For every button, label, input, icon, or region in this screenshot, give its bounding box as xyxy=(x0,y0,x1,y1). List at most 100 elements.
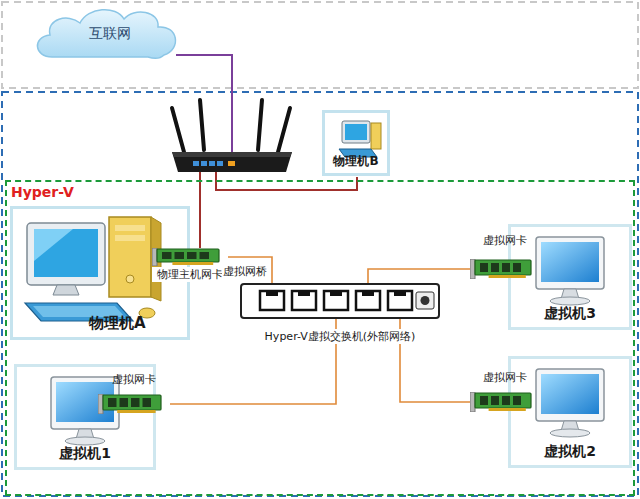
nic-illustration-part xyxy=(475,393,531,408)
nic-card: 虚拟网卡 xyxy=(470,370,540,412)
switch-body xyxy=(240,283,440,319)
nic-illustration xyxy=(470,392,532,412)
nic-illustration xyxy=(470,259,532,279)
computer-illustration-part xyxy=(109,217,151,297)
computer-icon-part xyxy=(345,124,367,140)
switch-body-part xyxy=(394,291,406,296)
computer-illustration-part xyxy=(115,235,145,241)
host-box: 物理机B xyxy=(322,110,390,176)
computer-illustration-part xyxy=(53,285,79,295)
monitor-illustration-part xyxy=(536,369,604,421)
switch-body-part xyxy=(298,291,310,296)
nic-illustration-part xyxy=(513,263,521,272)
switch-body-part xyxy=(241,284,439,318)
switch-body-part xyxy=(416,292,434,309)
computer-illustration-part xyxy=(126,275,134,283)
nic-illustration-part xyxy=(172,262,213,265)
monitor-illustration-part xyxy=(550,297,590,305)
router-icon xyxy=(172,100,292,172)
nic-illustration-part xyxy=(491,396,499,405)
nic-illustration-part xyxy=(489,408,526,411)
nic-label: 虚拟网卡 xyxy=(470,370,540,385)
nic-illustration-part xyxy=(480,396,488,405)
computer-icon-part xyxy=(342,121,370,143)
switch-body-part xyxy=(324,291,348,310)
nic-illustration-part xyxy=(475,260,531,275)
switch-body-part xyxy=(362,291,374,296)
computer-illustration-part xyxy=(34,229,98,277)
cloud-shape: 互联网 xyxy=(30,5,190,63)
vm-label: 虚拟机1 xyxy=(17,445,153,463)
hyperv-region: Hyper-V物理机A物理主机网卡Hyper-V虚拟交换机(外部网络)虚拟网卡虚… xyxy=(5,180,635,496)
nic-illustration-part xyxy=(489,275,526,278)
nic-illustration-part xyxy=(502,396,510,405)
nic-illustration-part xyxy=(131,398,140,407)
host-label: 物理机B xyxy=(325,153,387,170)
computer-illustration-part xyxy=(27,223,105,285)
region-title: Hyper-V xyxy=(11,184,74,200)
cloud-label: 互联网 xyxy=(30,25,190,43)
router-icon-part xyxy=(172,152,292,172)
internet-zone xyxy=(2,2,638,88)
switch-body-part xyxy=(356,291,380,310)
router-icon-part xyxy=(201,161,207,166)
monitor-illustration-part xyxy=(541,242,599,282)
computer-illustration-part xyxy=(115,225,145,231)
computer-icon xyxy=(325,113,387,161)
monitor-illustration-part xyxy=(51,377,119,429)
switch-body-part xyxy=(421,296,430,305)
nic-illustration-part xyxy=(502,263,510,272)
nic-illustration-part xyxy=(470,259,475,279)
nic-illustration xyxy=(98,394,162,414)
nic-illustration-part xyxy=(480,263,488,272)
wan-wire xyxy=(176,55,232,160)
host-label: 物理机A xyxy=(89,314,146,333)
nic-illustration-part xyxy=(162,252,172,259)
switch-body-part xyxy=(292,291,316,310)
router-icon-part xyxy=(209,161,215,166)
switch-body-part xyxy=(266,291,278,296)
router-icon-part xyxy=(217,161,223,166)
nic-illustration-part xyxy=(187,252,197,259)
nic-label: 物理主机网卡 xyxy=(152,267,228,282)
router-icon-part xyxy=(193,161,199,166)
virtual-link xyxy=(368,269,470,283)
virtual-switch: Hyper-V虚拟交换机(外部网络) xyxy=(240,283,440,319)
lan-wire-a xyxy=(199,166,201,248)
nic-illustration-part xyxy=(200,252,210,259)
nic-illustration-part xyxy=(470,392,475,412)
computer-icon-part xyxy=(371,123,381,149)
router-icon-part xyxy=(278,108,290,152)
nic-card: 虚拟网卡 xyxy=(98,372,170,414)
router-icon-part xyxy=(228,161,235,166)
vm-label: 虚拟机2 xyxy=(511,443,629,461)
switch-body-part xyxy=(388,291,412,310)
nic-card: 虚拟网卡 xyxy=(470,233,540,279)
monitor-illustration-part xyxy=(541,374,599,414)
switch-label: Hyper-V虚拟交换机(外部网络) xyxy=(263,329,418,344)
nic-illustration-part xyxy=(120,398,129,407)
monitor-illustration-part xyxy=(550,429,590,437)
router-icon-part xyxy=(200,100,204,150)
nic-illustration xyxy=(152,248,220,266)
nic-label: 虚拟网卡 xyxy=(470,233,540,248)
vm-label: 虚拟机3 xyxy=(511,305,629,323)
monitor-illustration-part xyxy=(65,437,105,445)
nic-illustration-part xyxy=(152,248,157,266)
nic-label: 虚拟网卡 xyxy=(98,372,170,387)
nic-illustration-part xyxy=(108,398,117,407)
nic-illustration-part xyxy=(98,394,103,414)
nic-illustration-part xyxy=(491,263,499,272)
nic-illustration-part xyxy=(117,410,155,413)
nic-illustration-part xyxy=(513,396,521,405)
router-icon-part xyxy=(172,108,184,152)
computer-illustration-part xyxy=(34,229,73,261)
switch-body-part xyxy=(330,291,342,296)
nic-illustration-part xyxy=(143,398,152,407)
lan-zone xyxy=(2,92,638,496)
nic-illustration-part xyxy=(157,249,219,262)
nic-illustration-part xyxy=(175,252,185,259)
switch-body-part xyxy=(260,291,284,310)
